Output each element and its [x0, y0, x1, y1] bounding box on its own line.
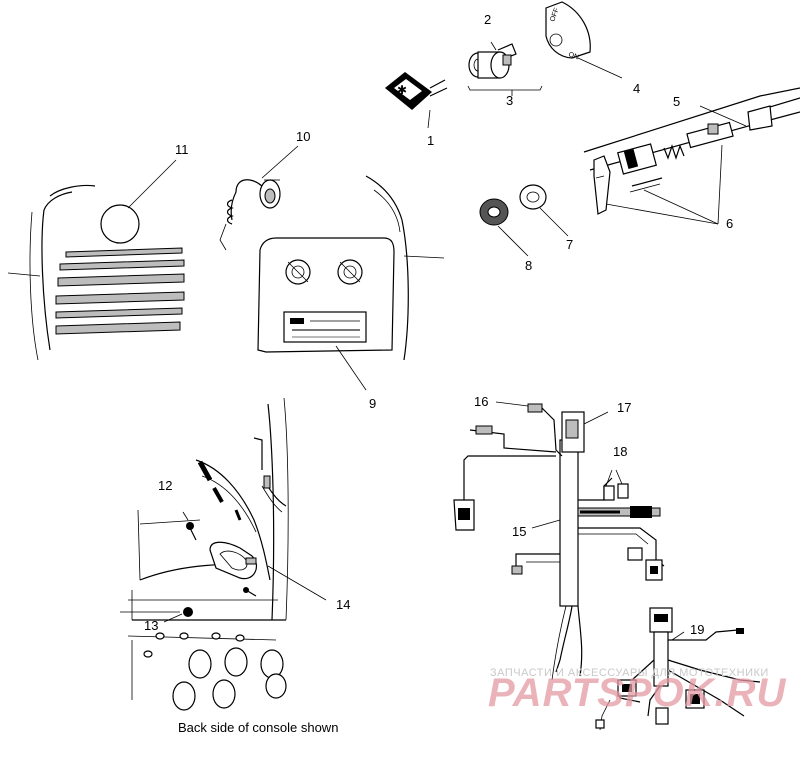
callout-7: 7	[566, 237, 573, 252]
washer-part	[519, 184, 569, 237]
callout-1: 1	[427, 133, 434, 148]
throttle-switch-part	[583, 87, 800, 225]
figure-caption: Back side of console shown	[178, 720, 338, 735]
nut-part	[479, 198, 529, 257]
console-back-view	[120, 397, 327, 711]
watermark-logo: PARTSPOK.RU	[488, 671, 787, 715]
on-label: ON	[567, 51, 579, 61]
callout-labels: 1 2 3 4 5 6 7 8 9 10 11 12 13 14 15 16 1…	[144, 12, 733, 637]
callout-2: 2	[484, 12, 491, 27]
callout-14: 14	[336, 597, 350, 612]
key-plate-part: ✱	[385, 72, 448, 129]
callout-12: 12	[158, 478, 172, 493]
console-panel-part	[257, 237, 395, 391]
callout-11: 11	[175, 142, 189, 157]
callout-18: 18	[613, 444, 627, 459]
callout-9: 9	[369, 396, 376, 411]
callout-8: 8	[525, 258, 532, 273]
watermark-tagline: ЗАПЧАСТИ И АКСЕССУАРЫ ДЛЯ МОТОТЕХНИКИ	[490, 667, 769, 679]
callout-13: 13	[144, 618, 158, 633]
tether-cord-part	[219, 145, 299, 251]
callout-17: 17	[617, 400, 631, 415]
switch-plate-part: OFF ON	[545, 1, 623, 79]
watermark: ЗАПЧАСТИ И АКСЕССУАРЫ ДЛЯ МОТОТЕХНИКИ PA…	[488, 667, 787, 715]
off-label: OFF	[549, 7, 560, 23]
callout-16: 16	[474, 394, 488, 409]
callout-19: 19	[690, 622, 704, 637]
hood-vents	[55, 247, 185, 335]
svg-text:✱: ✱	[397, 83, 407, 97]
key-switch-part	[467, 41, 543, 96]
hood-outline	[7, 159, 445, 361]
callout-10: 10	[296, 129, 310, 144]
callout-5: 5	[673, 94, 680, 109]
callout-4: 4	[633, 81, 640, 96]
callout-3: 3	[506, 93, 513, 108]
callout-6: 6	[726, 216, 733, 231]
wiring-harness-part	[453, 401, 761, 731]
callout-15: 15	[512, 524, 526, 539]
